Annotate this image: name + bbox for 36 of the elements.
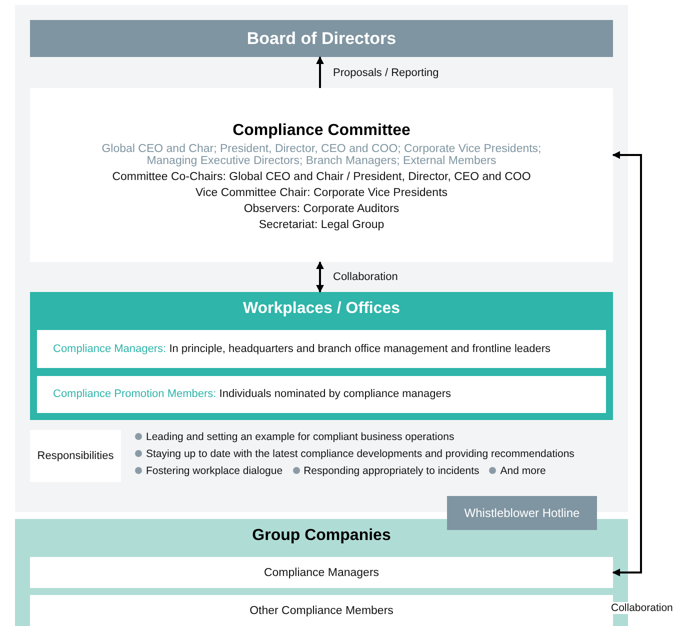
bullet-item: Fostering workplace dialogue — [135, 465, 283, 477]
arrow — [316, 261, 324, 293]
label: Workplaces / Offices — [242, 300, 400, 318]
role-name: Compliance Managers: — [53, 342, 166, 355]
arrow — [612, 151, 642, 576]
bullet-item: Leading and setting an example for compliant business operations — [135, 431, 625, 443]
workplace-panel — [30, 292, 613, 420]
label: Other Compliance Members — [250, 604, 394, 616]
member-box — [30, 557, 613, 588]
bullet-item: And more — [489, 465, 546, 477]
role-description: In principle, headquarters and branch office management and frontline leaders — [169, 342, 551, 355]
role-name: Compliance Promotion Members: — [53, 388, 216, 400]
arrow — [316, 56, 324, 88]
header-bar — [30, 20, 613, 57]
role-box — [37, 376, 606, 413]
label: Group Companies — [252, 527, 391, 545]
edge-label: Collaboration — [609, 602, 675, 614]
bullet-item: Staying up to date with the latest compliance developments and providing recommendations — [135, 448, 625, 460]
hotline-box — [447, 496, 597, 530]
label: Compliance Managers — [264, 566, 380, 578]
label: Responsibilities — [37, 450, 114, 462]
edge-label: Collaboration — [331, 271, 400, 283]
description: Vice Committee Chair: Corporate Vice Presidents — [195, 186, 448, 198]
role-description: Individuals nominated by compliance managers — [219, 388, 452, 400]
label: Whistleblower Hotline — [464, 506, 580, 520]
member-box — [30, 595, 613, 626]
heading: Compliance Committee — [232, 122, 410, 140]
committee-box — [30, 88, 613, 262]
description: Observers: Corporate Auditors — [244, 202, 400, 214]
bullet-item: Responding appropriately to incidents — [292, 465, 480, 477]
label: Board of Directors — [246, 28, 396, 48]
edge-label: Proposals / Reporting — [331, 67, 441, 79]
role-box — [37, 330, 606, 368]
description: Global CEO and Char; President, Director, CEO and COO; Corporate Vice Presidents; Managing Executive Directors; Branch Managers; External Members — [100, 142, 542, 166]
description: Committee Co-Chairs: Global CEO and Chair / President, Director, CEO and COO — [112, 170, 531, 182]
description: Secretariat: Legal Group — [258, 218, 384, 230]
